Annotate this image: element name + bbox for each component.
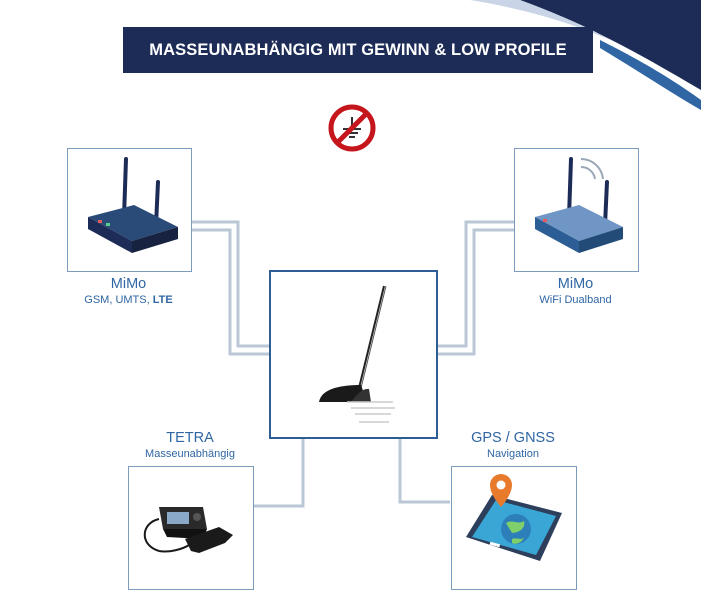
tetra-subtitle: Masseunabhängig — [145, 448, 235, 460]
router-wifi-subtitle: WiFi Dualband — [539, 294, 612, 306]
antenna-icon — [319, 285, 395, 423]
gps-box — [451, 466, 577, 590]
router-lte-subtitle-text: GSM, UMTS, — [84, 294, 150, 306]
router-icon — [88, 157, 178, 253]
wifi-router-icon — [535, 157, 623, 253]
gps-subtitle: Navigation — [487, 448, 539, 460]
radio-handset-icon — [143, 507, 233, 553]
router-lte-box — [67, 148, 192, 272]
gps-title: GPS / GNSS — [471, 430, 555, 446]
router-lte-subtitle-bold: LTE — [152, 294, 173, 306]
router-lte-subtitle: GSM, UMTS, LTE — [47, 294, 210, 306]
router-wifi-box — [514, 148, 639, 272]
tetra-title: TETRA — [166, 430, 214, 446]
page-title: MASSEUNABHÄNGIG MIT GEWINN & LOW PROFILE — [123, 27, 593, 73]
router-lte-title: MiMo — [110, 276, 147, 292]
decorative-swoosh — [470, 0, 701, 110]
antenna-box — [269, 270, 438, 439]
router-wifi-title: MiMo — [557, 276, 594, 292]
tetra-box — [128, 466, 254, 590]
tablet-map-icon — [466, 474, 562, 561]
no-ground-icon — [328, 104, 376, 152]
